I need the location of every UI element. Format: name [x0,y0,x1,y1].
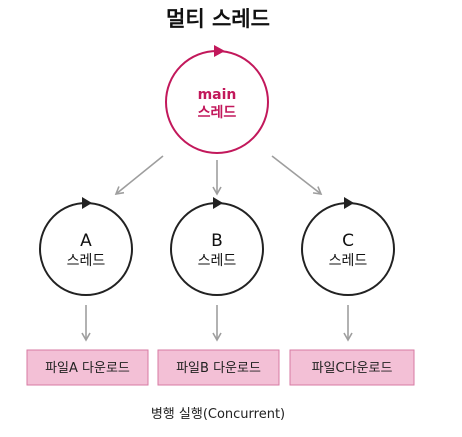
thread-b-label: 스레드 [198,253,237,269]
main-rotation-arrow-icon [214,45,225,57]
thread-c-label: 스레드 [329,253,368,269]
thread-c-rotation-arrow-icon [344,197,354,209]
thread-a-label: 스레드 [67,253,106,269]
task-box-c: 파일C다운로드 [289,349,415,386]
arrow-main-to-a [114,155,164,196]
main-thread-label: main [198,87,237,103]
task-b-label: 파일B 다운로드 [176,361,261,376]
task-b-rect [157,349,280,386]
thread-node-c: C 스레드 [301,197,395,296]
thread-b-rotation-arrow-icon [213,197,223,209]
thread-node-a: A 스레드 [39,197,133,296]
thread-node-b: B 스레드 [170,197,264,296]
task-a-label: 파일A 다운로드 [45,361,130,376]
task-box-a: 파일A 다운로드 [26,349,149,386]
arrow-main-to-c [271,155,323,195]
main-thread-sublabel: 스레드 [198,105,237,121]
task-a-rect [26,349,149,386]
main-thread-node: main 스레드 [165,45,269,154]
thread-a-letter: A [80,231,92,251]
task-c-rect [289,349,415,386]
diagram-caption: 병행 실행(Concurrent) [151,406,285,422]
task-box-b: 파일B 다운로드 [157,349,280,386]
task-c-label: 파일C다운로드 [312,361,393,376]
thread-c-letter: C [342,231,354,251]
thread-a-rotation-arrow-icon [82,197,92,209]
thread-b-letter: B [211,231,223,251]
diagram-title: 멀티 스레드 [166,7,270,31]
